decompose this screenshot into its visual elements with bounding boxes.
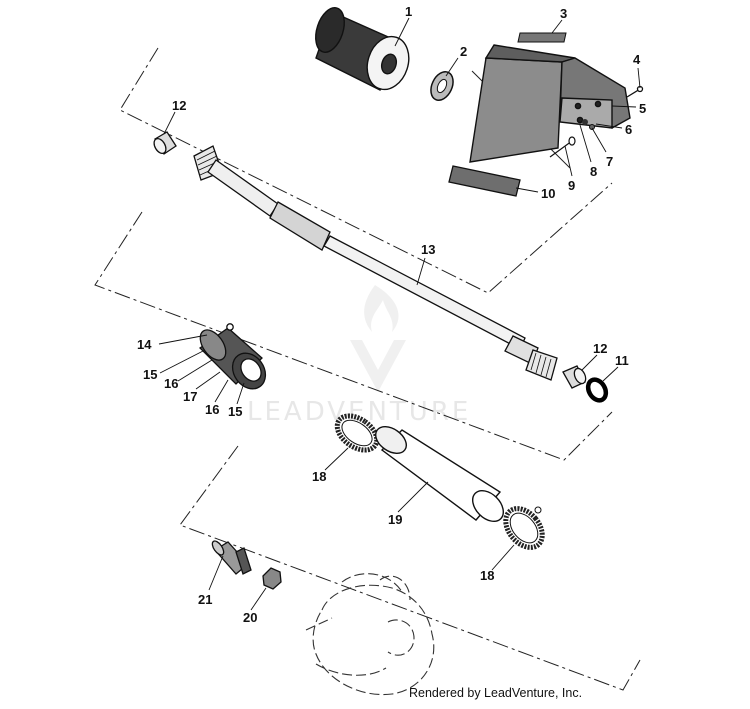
callout-7: 7 bbox=[606, 154, 613, 169]
alignment-line-bottom bbox=[179, 445, 641, 691]
leader-18a bbox=[324, 447, 349, 471]
callout-2: 2 bbox=[460, 44, 467, 59]
leader-3 bbox=[551, 19, 563, 34]
callout-13: 13 bbox=[421, 242, 435, 257]
alignment-line-top bbox=[119, 47, 613, 294]
part-13-shaft bbox=[193, 145, 558, 381]
leader-16b bbox=[214, 379, 229, 403]
callout-16-right: 16 bbox=[205, 402, 219, 417]
leader-11 bbox=[602, 366, 619, 382]
callout-12-bottom: 12 bbox=[593, 341, 607, 356]
part-18-clamp-lower bbox=[503, 506, 545, 550]
part-2-washer bbox=[430, 71, 454, 101]
leader-13 bbox=[416, 257, 426, 286]
leader-15a bbox=[159, 349, 206, 374]
leader-21 bbox=[208, 555, 224, 591]
part-6-7-hardware bbox=[582, 119, 595, 130]
leader-10 bbox=[515, 187, 539, 193]
render-credit: Rendered by LeadVenture, Inc. bbox=[409, 686, 583, 700]
leader-5 bbox=[611, 105, 637, 108]
callout-18-upper: 18 bbox=[312, 469, 326, 484]
leader-1 bbox=[394, 17, 410, 47]
part-19-tube bbox=[375, 426, 504, 522]
leader-20 bbox=[250, 587, 267, 611]
callout-9: 9 bbox=[568, 178, 575, 193]
leader-14 bbox=[158, 334, 208, 345]
leader-19 bbox=[397, 481, 429, 513]
leader-8 bbox=[579, 124, 592, 163]
leader-4 bbox=[637, 67, 641, 89]
callout-18-lower: 18 bbox=[480, 568, 494, 583]
auger-outline bbox=[305, 573, 435, 696]
part-18-clamp-upper bbox=[334, 413, 380, 453]
leader-12a bbox=[163, 111, 176, 135]
leader-6 bbox=[595, 123, 623, 129]
callout-15-left: 15 bbox=[143, 367, 157, 382]
callout-12-top: 12 bbox=[172, 98, 186, 113]
callout-3: 3 bbox=[560, 6, 567, 21]
callout-5: 5 bbox=[639, 101, 646, 116]
part-3-pad bbox=[517, 32, 567, 43]
part-12-bushing-top bbox=[153, 131, 177, 155]
part-10-bar bbox=[448, 165, 521, 197]
callout-4: 4 bbox=[633, 52, 641, 67]
part-9-pin bbox=[549, 136, 576, 158]
callout-8: 8 bbox=[590, 164, 597, 179]
leader-9 bbox=[564, 145, 573, 177]
leader-16a bbox=[177, 359, 213, 382]
part-4-screw bbox=[626, 85, 644, 98]
callout-15-right: 15 bbox=[228, 404, 242, 419]
part-5-guard bbox=[469, 44, 631, 163]
callout-1: 1 bbox=[405, 4, 412, 19]
callout-6: 6 bbox=[625, 122, 632, 137]
callout-19: 19 bbox=[388, 512, 402, 527]
callout-16-left: 16 bbox=[164, 376, 178, 391]
callout-10: 10 bbox=[541, 186, 555, 201]
callout-11: 11 bbox=[615, 353, 629, 368]
part-21-fitting bbox=[211, 540, 252, 575]
leader-12b bbox=[581, 354, 598, 371]
part-14-17-coupler bbox=[198, 323, 267, 390]
callout-21: 21 bbox=[198, 592, 212, 607]
alignment-line-middle bbox=[94, 211, 613, 461]
leader-15b bbox=[236, 382, 245, 405]
leader-17 bbox=[195, 371, 221, 390]
leader-18b bbox=[491, 544, 515, 571]
part-1-cylinder bbox=[315, 7, 410, 91]
callout-17: 17 bbox=[183, 389, 197, 404]
callout-14: 14 bbox=[137, 337, 152, 352]
part-20-nut bbox=[262, 567, 282, 590]
leader-7 bbox=[591, 127, 607, 153]
watermark-logo-icon bbox=[350, 285, 406, 392]
part-12-bushing-bottom bbox=[562, 365, 587, 389]
leader-2 bbox=[445, 57, 459, 77]
part-11-oring bbox=[585, 377, 609, 403]
callout-20: 20 bbox=[243, 610, 257, 625]
